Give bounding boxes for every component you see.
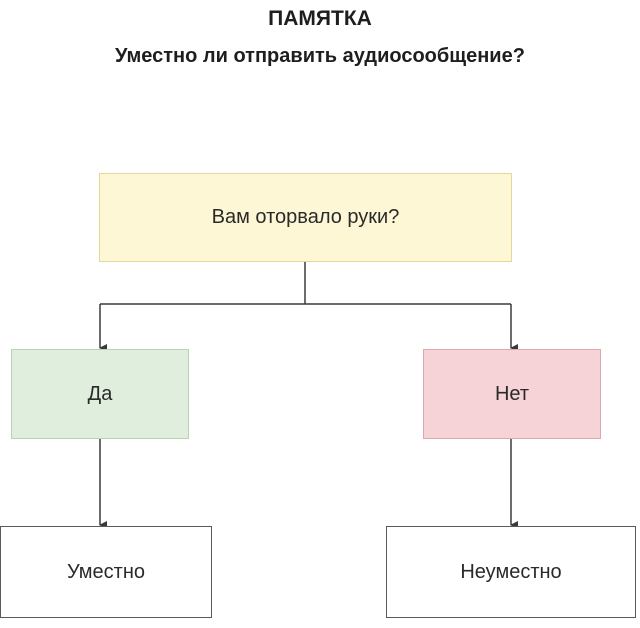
appropriate-result-node: Уместно — [0, 526, 212, 618]
no-node: Нет — [423, 349, 601, 439]
page-subtitle: Уместно ли отправить аудиосообщение? — [115, 45, 525, 67]
inappropriate-result-node: Неуместно — [386, 526, 636, 618]
yes-label: Да — [87, 382, 113, 405]
appropriate-label: Уместно — [66, 560, 145, 583]
page-title: ПАМЯТКА — [268, 7, 372, 30]
inappropriate-label: Неуместно — [460, 560, 562, 583]
no-label: Нет — [494, 382, 530, 405]
yes-node: Да — [11, 349, 189, 439]
question-label: Вам оторвало руки? — [211, 206, 400, 228]
question-node: Вам оторвало руки? — [99, 173, 512, 262]
